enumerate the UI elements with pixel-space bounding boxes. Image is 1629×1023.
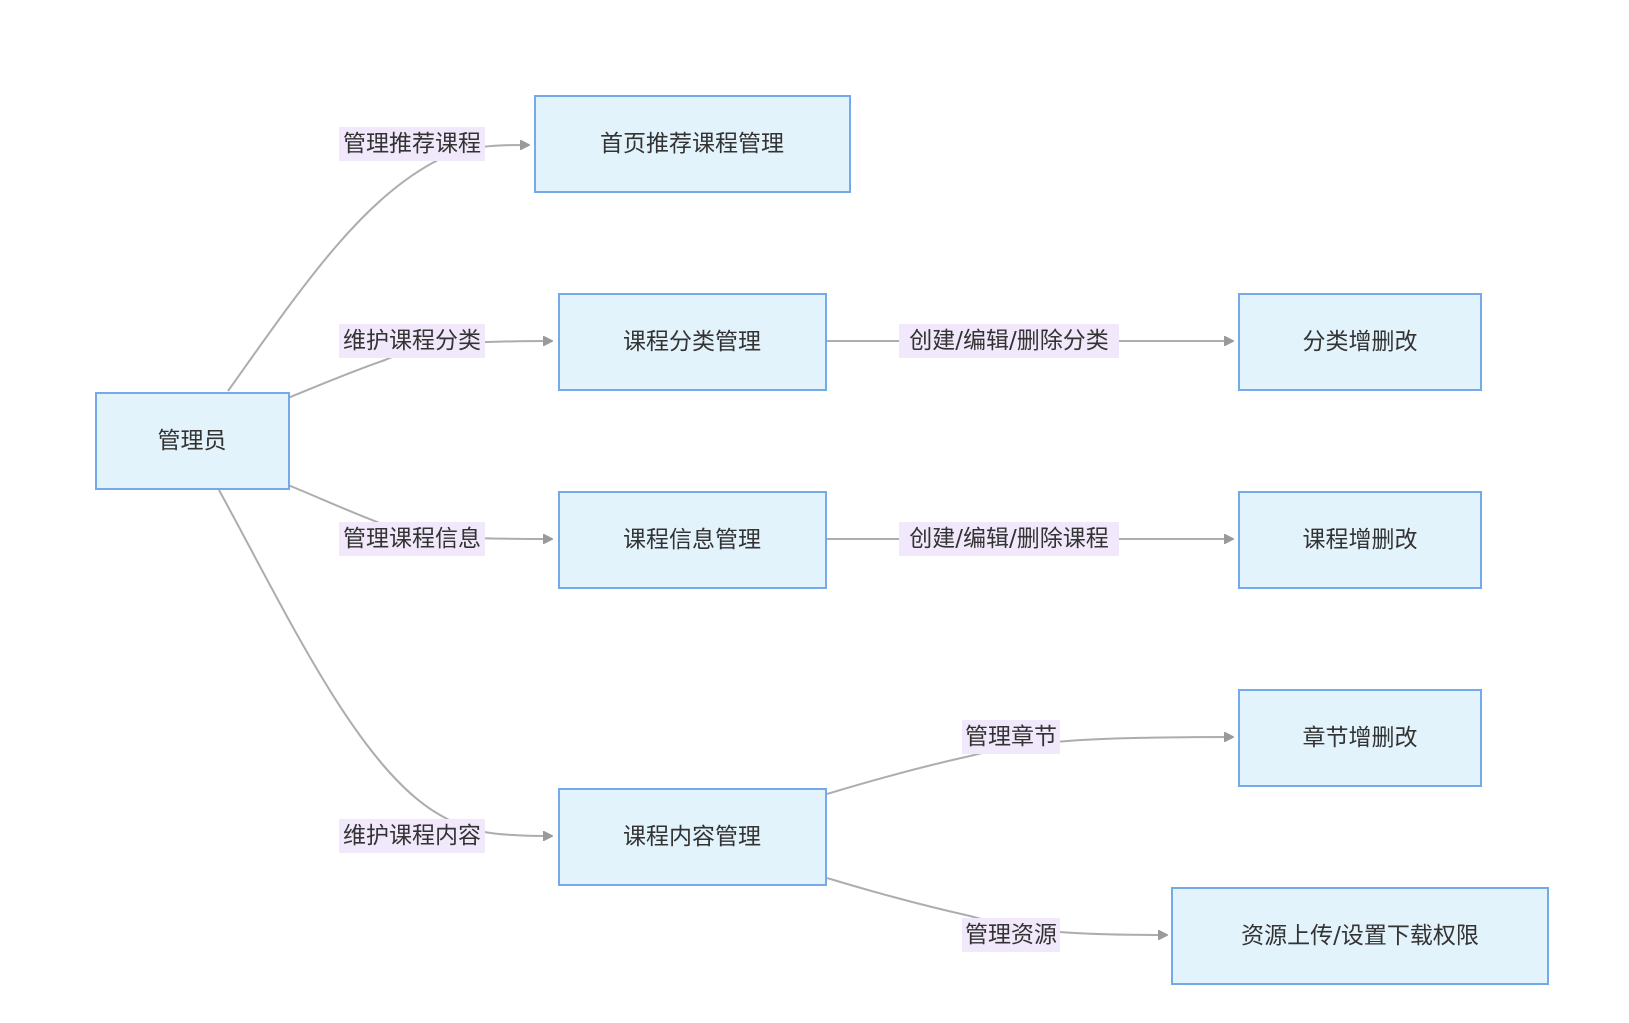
edge-admin-to-home-recommend [227, 145, 529, 392]
node-home-recommend-management[interactable]: 首页推荐课程管理 [534, 95, 851, 193]
svg-text:分类增删改: 分类增删改 [1303, 329, 1418, 355]
svg-text:首页推荐课程管理: 首页推荐课程管理 [600, 131, 784, 157]
node-course-info-management[interactable]: 课程信息管理 [558, 491, 827, 589]
node-chapter-crud[interactable]: 章节增删改 [1238, 689, 1482, 787]
edge-label-admin-to-category: 维护课程分类 [339, 324, 485, 358]
svg-text:管理推荐课程: 管理推荐课程 [343, 131, 481, 157]
edge-label-content-to-chapter: 管理章节 [962, 720, 1060, 754]
svg-text:章节增删改: 章节增删改 [1303, 725, 1418, 751]
svg-text:资源上传/设置下载权限: 资源上传/设置下载权限 [1241, 923, 1479, 949]
node-category-management[interactable]: 课程分类管理 [558, 293, 827, 391]
edge-label-content-to-resource: 管理资源 [962, 918, 1060, 952]
svg-text:课程分类管理: 课程分类管理 [623, 329, 761, 355]
node-category-crud[interactable]: 分类增删改 [1238, 293, 1482, 391]
edge-label-admin-to-info: 管理课程信息 [339, 522, 485, 556]
svg-text:管理章节: 管理章节 [965, 724, 1057, 750]
svg-text:创建/编辑/删除课程: 创建/编辑/删除课程 [909, 526, 1109, 552]
edge-label-category-to-crud: 创建/编辑/删除分类 [899, 324, 1119, 358]
svg-text:课程信息管理: 课程信息管理 [623, 527, 761, 553]
edge-label-admin-to-home: 管理推荐课程 [339, 127, 485, 161]
node-course-content-management[interactable]: 课程内容管理 [558, 788, 827, 886]
svg-text:管理员: 管理员 [158, 428, 227, 454]
svg-text:管理资源: 管理资源 [965, 922, 1057, 948]
svg-text:维护课程分类: 维护课程分类 [343, 328, 481, 354]
edge-label-admin-to-content: 维护课程内容 [339, 819, 485, 853]
svg-text:创建/编辑/删除分类: 创建/编辑/删除分类 [909, 328, 1109, 354]
node-resource-upload-permission[interactable]: 资源上传/设置下载权限 [1171, 887, 1549, 985]
svg-text:维护课程内容: 维护课程内容 [343, 823, 481, 849]
edge-admin-to-category [287, 341, 552, 399]
node-admin[interactable]: 管理员 [95, 392, 290, 490]
svg-text:管理课程信息: 管理课程信息 [343, 526, 481, 552]
svg-text:课程增删改: 课程增删改 [1303, 527, 1418, 553]
node-course-crud[interactable]: 课程增删改 [1238, 491, 1482, 589]
edge-content-to-resource [826, 877, 1167, 935]
svg-text:课程内容管理: 课程内容管理 [623, 824, 761, 850]
edge-label-info-to-crud: 创建/编辑/删除课程 [899, 522, 1119, 556]
edge-admin-to-content [218, 489, 552, 836]
